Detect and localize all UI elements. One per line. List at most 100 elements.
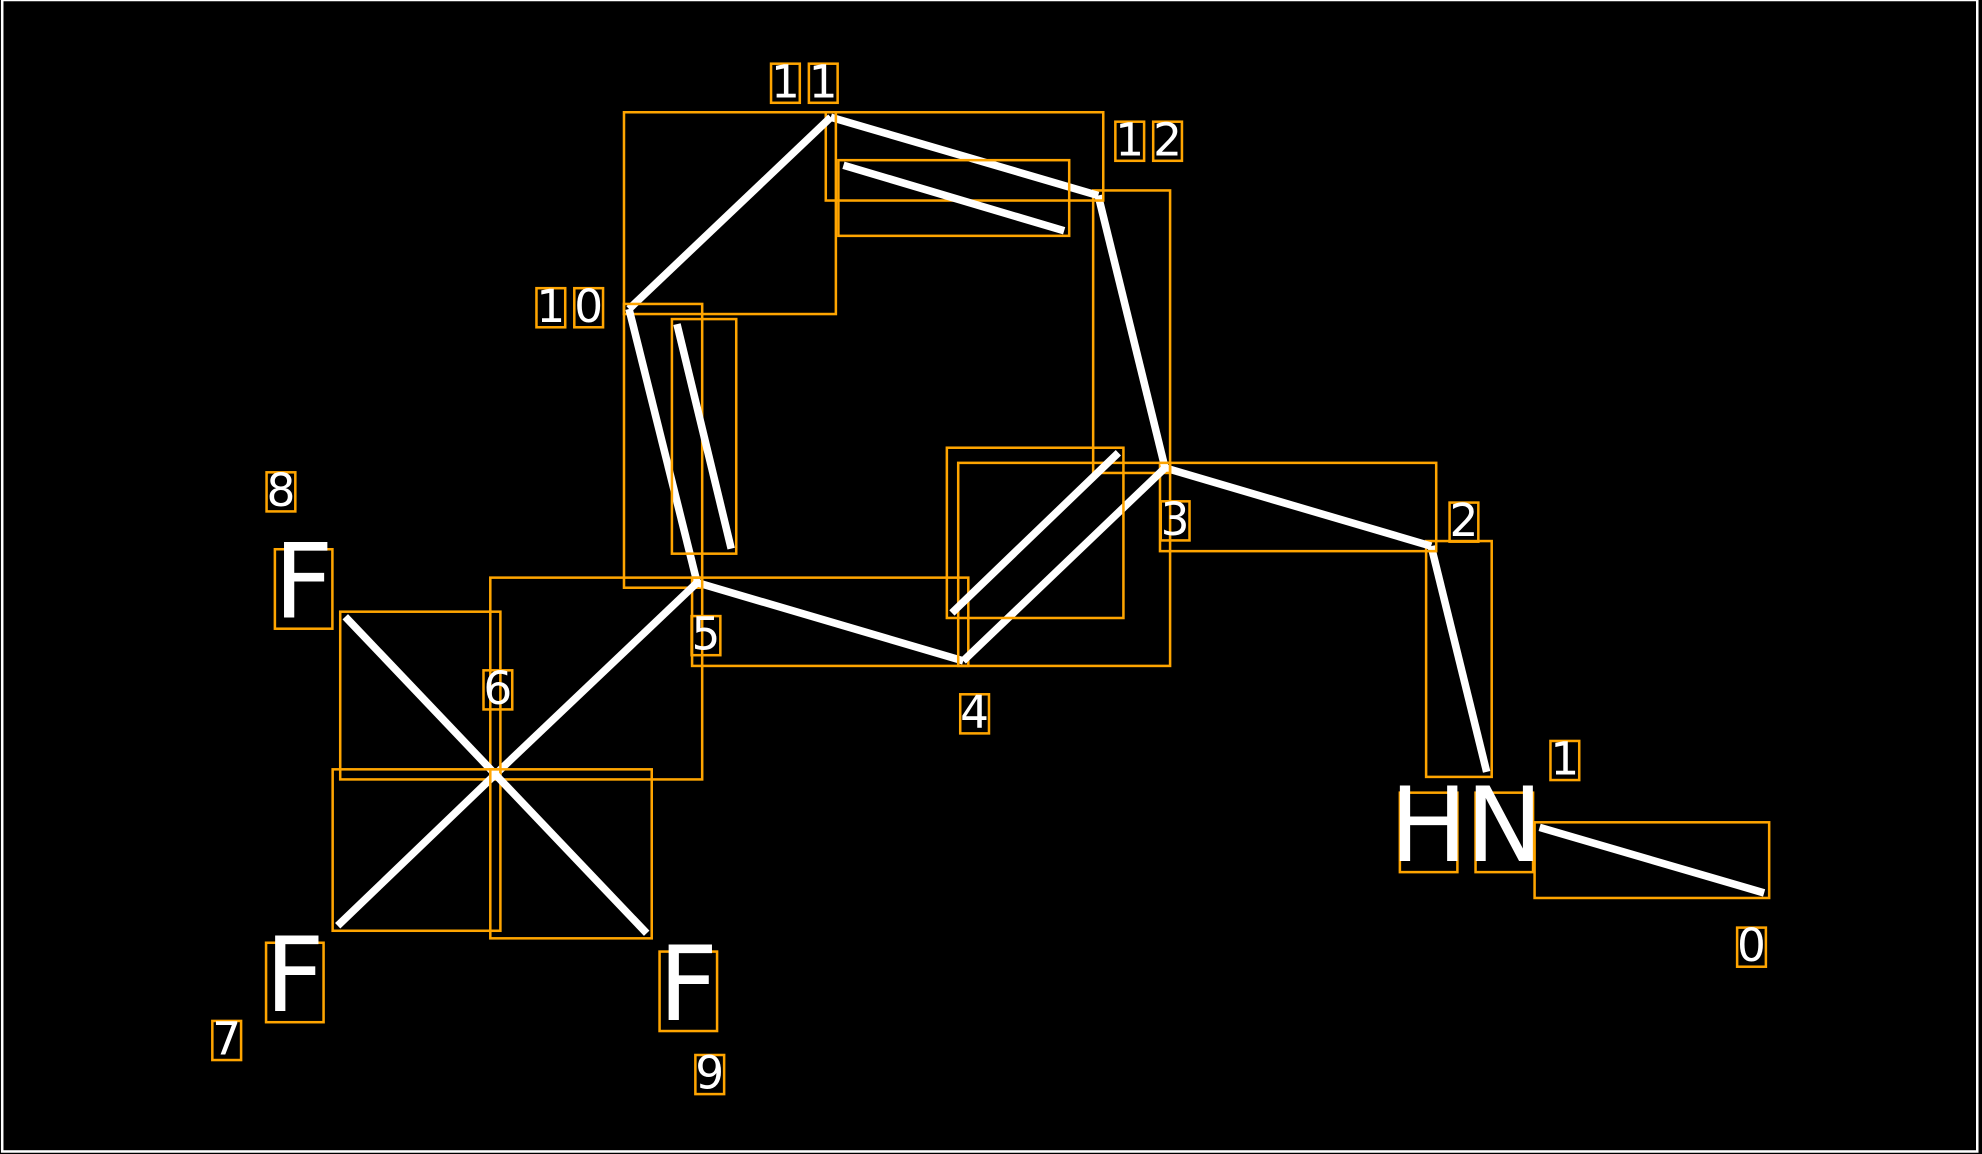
- label-char: 1: [1115, 113, 1144, 166]
- bond-bounding-box: [622, 302, 704, 589]
- bond-line: [1538, 823, 1766, 897]
- bond-line: [696, 579, 965, 665]
- bond: [331, 768, 502, 933]
- atom-index-label: 0: [1735, 919, 1768, 972]
- atom-symbol-label: H: [1390, 766, 1468, 886]
- bond: [489, 768, 653, 940]
- label-bounding-box: [694, 1053, 726, 1096]
- bond-line: [1427, 545, 1491, 773]
- label-char: 3: [1161, 493, 1190, 546]
- label-char: 1: [536, 280, 565, 333]
- label-char: H: [1390, 766, 1468, 886]
- bond-line: [492, 579, 700, 778]
- bond-bounding-box: [622, 110, 838, 316]
- label-bounding-box: [265, 471, 297, 513]
- label-char: F: [659, 925, 718, 1045]
- bond-bounding-box: [338, 610, 502, 781]
- label-char: N: [1466, 766, 1543, 886]
- bond: [622, 110, 838, 316]
- bond-bounding-box: [331, 768, 502, 933]
- label-bounding-box: [1159, 500, 1191, 542]
- bond: [622, 302, 704, 589]
- bond-line: [1094, 194, 1169, 469]
- atom-index-label: 6: [482, 662, 514, 715]
- label-bounding-box: [1151, 120, 1184, 163]
- bond-bounding-box: [1533, 821, 1771, 900]
- bond-line: [949, 450, 1122, 616]
- label-bounding-box: [769, 62, 802, 105]
- label-bounding-box: [264, 941, 325, 1024]
- bond: [1091, 189, 1172, 475]
- label-char: 8: [266, 464, 295, 517]
- atom-index-label: 3: [1159, 493, 1191, 546]
- label-bounding-box: [482, 669, 514, 711]
- atom-index-label: 5: [690, 608, 722, 661]
- label-bounding-box: [573, 286, 605, 329]
- label-bounding-box: [273, 547, 334, 630]
- bond-line: [626, 114, 834, 312]
- atom-index-label: 1: [1549, 733, 1581, 786]
- atom-symbol-label: F: [264, 916, 325, 1036]
- label-char: 4: [960, 686, 989, 739]
- bond-line: [842, 161, 1066, 235]
- label-char: 5: [692, 608, 721, 661]
- label-char: 0: [1737, 919, 1766, 972]
- label-bounding-box: [807, 62, 839, 105]
- bond: [1533, 821, 1771, 900]
- label-char: 1: [771, 55, 800, 108]
- bond: [338, 610, 502, 781]
- bond-line: [829, 113, 1100, 200]
- bond-bounding-box: [489, 768, 653, 940]
- label-char: 2: [1450, 494, 1479, 547]
- atom-index-label: 4: [958, 686, 991, 739]
- label-bounding-box: [690, 614, 722, 657]
- bond-line: [625, 308, 701, 584]
- label-bounding-box: [1735, 926, 1768, 968]
- bond-bounding-box: [837, 158, 1071, 238]
- label-bounding-box: [1448, 501, 1480, 543]
- atom-index-label: 9: [694, 1047, 726, 1100]
- label-bounding-box: [958, 693, 991, 735]
- label-bounding-box: [1114, 120, 1146, 163]
- label-char: 6: [483, 662, 512, 715]
- label-char: 1: [809, 55, 838, 108]
- bond-line: [492, 771, 650, 936]
- bond-line: [342, 614, 499, 777]
- atom-index-label: 2: [1448, 494, 1480, 547]
- bond: [945, 446, 1125, 620]
- label-bounding-box: [1398, 791, 1459, 874]
- atom-index-label: 7: [211, 1013, 243, 1066]
- bond-line: [1163, 464, 1433, 550]
- bond-line: [960, 465, 1168, 664]
- bond: [489, 576, 704, 781]
- label-bounding-box: [1474, 791, 1535, 874]
- bond-bounding-box: [945, 446, 1125, 620]
- label-bounding-box: [211, 1019, 243, 1062]
- label-char: 2: [1153, 113, 1182, 166]
- bond-line: [335, 771, 498, 929]
- bond-bounding-box: [956, 461, 1172, 668]
- bond-bounding-box: [670, 317, 738, 555]
- label-char: F: [274, 523, 333, 643]
- label-bounding-box: [1549, 739, 1581, 782]
- bond-line: [673, 323, 735, 550]
- label-char: F: [265, 916, 324, 1036]
- label-bounding-box: [535, 286, 567, 329]
- atom-index-label: 8: [265, 464, 297, 517]
- label-char: 7: [212, 1013, 241, 1066]
- bond: [837, 158, 1071, 238]
- atom-symbol-label: N: [1466, 766, 1543, 886]
- atom-symbol-label: F: [273, 523, 334, 643]
- label-char: 1: [1550, 733, 1579, 786]
- bond-bounding-box: [489, 576, 704, 781]
- bond: [670, 317, 738, 555]
- atom-symbol-label: F: [658, 925, 719, 1045]
- bond-bounding-box: [1091, 189, 1172, 475]
- label-char: 0: [574, 280, 603, 333]
- label-char: 9: [695, 1047, 724, 1100]
- label-bounding-box: [658, 950, 719, 1033]
